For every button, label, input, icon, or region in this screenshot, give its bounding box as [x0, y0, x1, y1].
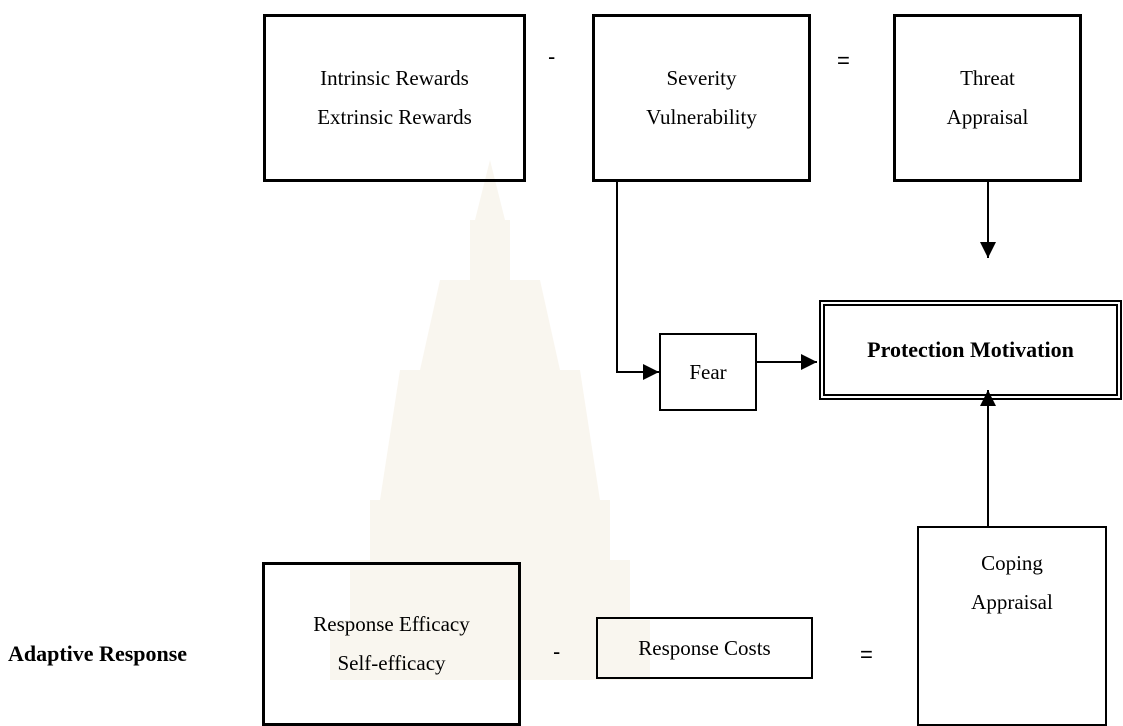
severity-to-fear-arrow	[616, 180, 659, 380]
response-efficacy-label: Response Efficacy	[313, 612, 470, 637]
coping-label: Coping	[981, 551, 1043, 575]
efficacy-box: Response Efficacy Self-efficacy	[262, 562, 521, 726]
threat-equals-operator: =	[837, 48, 850, 73]
response-costs-label: Response Costs	[638, 635, 771, 660]
threat-label: Threat	[960, 66, 1015, 91]
watermark-emblem	[330, 160, 650, 680]
coping-appraisal-box: Coping Appraisal	[917, 526, 1107, 726]
fear-box: Fear	[659, 333, 757, 411]
coping-equals-operator: =	[860, 642, 873, 667]
severity-box: Severity Vulnerability	[592, 14, 811, 182]
vulnerability-label: Vulnerability	[646, 105, 757, 129]
response-costs-box: Response Costs	[596, 617, 813, 679]
threat-appraisal-label: Appraisal	[946, 105, 1029, 129]
intrinsic-rewards-label: Intrinsic Rewards	[320, 66, 469, 91]
self-efficacy-label: Self-efficacy	[337, 651, 446, 675]
fear-label: Fear	[689, 359, 727, 384]
protection-motivation-box: Protection Motivation	[819, 300, 1122, 400]
adaptive-response-label: Adaptive Response	[8, 641, 188, 666]
protection-motivation-label: Protection Motivation	[867, 336, 1074, 362]
coping-minus-operator: -	[553, 639, 561, 664]
coping-appraisal-label: Appraisal	[971, 589, 1053, 614]
severity-label: Severity	[666, 66, 737, 91]
threat-minus-operator: -	[548, 44, 556, 69]
rewards-box: Intrinsic Rewards Extrinsic Rewards	[263, 14, 526, 182]
extrinsic-rewards-label: Extrinsic Rewards	[317, 105, 472, 129]
threat-appraisal-box: Threat Appraisal	[893, 14, 1082, 182]
